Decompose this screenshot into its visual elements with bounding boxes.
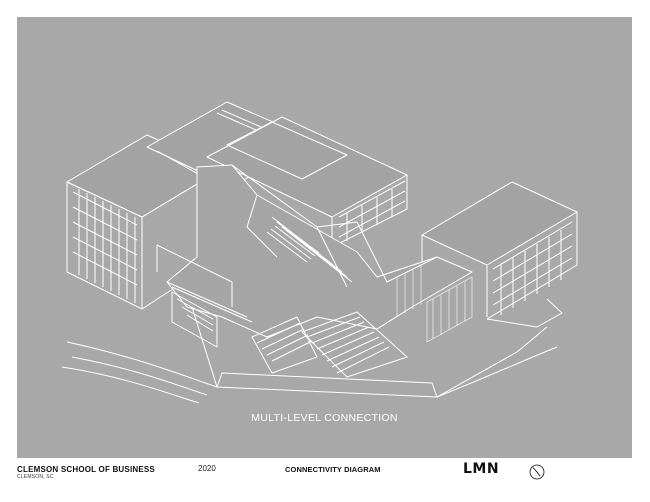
sheet-title: CONNECTIVITY DIAGRAM — [285, 465, 381, 474]
project-year: 2020 — [198, 464, 216, 473]
central-connector — [156, 164, 473, 338]
grand-stair — [171, 222, 408, 378]
isometric-building-drawing — [61, 101, 578, 404]
north-arrow-icon — [529, 464, 545, 480]
diagram-caption: MULTI-LEVEL CONNECTION — [251, 412, 398, 424]
project-location: CLEMSON, SC — [17, 474, 54, 480]
right-wing-volume — [421, 181, 578, 328]
firm-logo: LMN — [463, 461, 500, 477]
site-base — [61, 306, 558, 404]
drawing-panel: MULTI-LEVEL CONNECTION — [17, 17, 632, 458]
title-block: CLEMSON SCHOOL OF BUSINESS CLEMSON, SC 2… — [17, 461, 632, 502]
glazing-lines — [396, 265, 473, 343]
project-name: CLEMSON SCHOOL OF BUSINESS — [17, 465, 155, 474]
